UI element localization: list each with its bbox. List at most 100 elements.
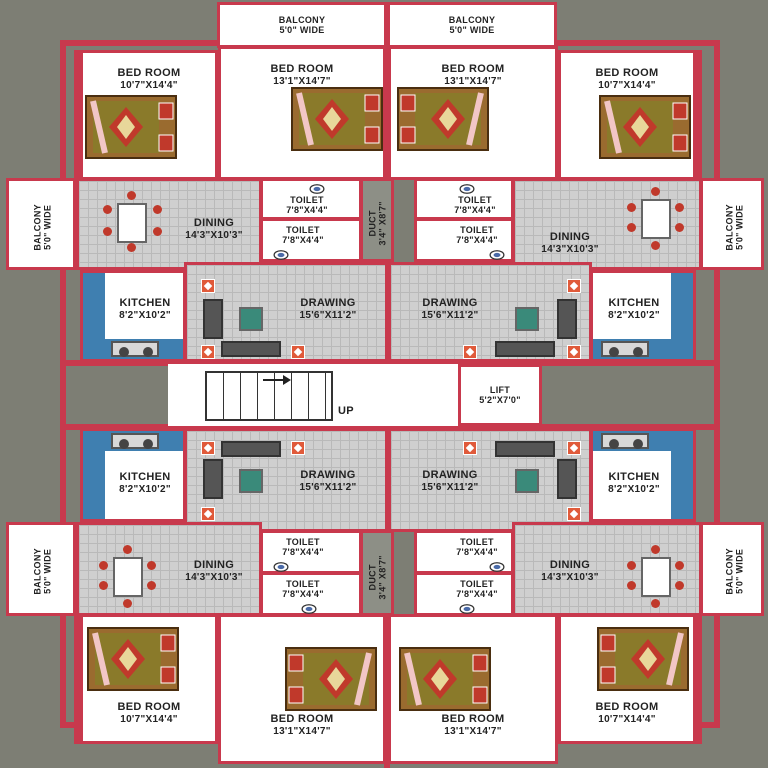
toilet-lower-right-1: TOILET 7'8"X4'4" <box>414 530 514 574</box>
balcony-top-left: BALCONY 5'0" WIDE <box>217 2 387 48</box>
dining-upper-left: DINING 14'3"X10'3" <box>76 178 262 270</box>
room-dim: 5'0" WIDE <box>735 204 745 250</box>
room-name: TOILET <box>458 195 492 205</box>
room-dim: 5'0" WIDE <box>43 204 53 250</box>
toilet-upper-left-1: TOILET 7'8"X4'4" <box>260 178 362 220</box>
wall <box>60 360 720 366</box>
stove-icon <box>111 433 159 449</box>
chair <box>127 191 136 200</box>
bedroom-top-left-inner: BED ROOM 13'1"X14'7" <box>218 46 386 180</box>
room-dim: 10'7"X14'4" <box>120 713 178 725</box>
chair <box>123 545 132 554</box>
bedroom-bottom-right-inner: BED ROOM 13'1"X14'7" <box>388 614 558 764</box>
room-dim: 5'0" WIDE <box>43 548 53 594</box>
wall <box>714 40 720 728</box>
room-name: BED ROOM <box>441 63 505 75</box>
kitchen-counter <box>671 431 693 519</box>
bedroom-bottom-right-outer: BED ROOM 10'7"X14'4" <box>558 614 696 744</box>
toilet-upper-left-2: TOILET 7'8"X4'4" <box>260 218 362 262</box>
toilet-upper-right-1: TOILET 7'8"X4'4" <box>414 178 514 220</box>
room-dim: 8'2"X10'2" <box>119 483 171 495</box>
planter-icon <box>567 345 581 359</box>
room-name: BED ROOM <box>270 713 334 725</box>
wall <box>60 40 66 728</box>
room-dim: 7'8"X4'4" <box>282 235 324 246</box>
chair <box>627 203 636 212</box>
dining-upper-right: DINING 14'3"X10'3" <box>512 178 702 270</box>
room-dim: 7'8"X4'4" <box>282 547 324 558</box>
staircase: UP <box>168 364 464 426</box>
toilet-icon <box>487 249 507 261</box>
room-name: KITCHEN <box>608 297 660 309</box>
sofa-icon <box>203 299 223 339</box>
balcony-side-lower-right: BALCONY 5'0" WIDE <box>700 522 764 616</box>
room-name: BALCONY <box>32 548 43 595</box>
room-dim: 7'8"X4'4" <box>282 589 324 600</box>
bed-icon <box>87 627 179 691</box>
room-name: KITCHEN <box>119 297 171 309</box>
room-name: BED ROOM <box>441 713 505 725</box>
room-name: BALCONY <box>724 548 735 595</box>
room-name: DUCT <box>367 564 378 591</box>
room-dim: 7'8"X4'4" <box>456 589 498 600</box>
stairs-label: UP <box>338 405 354 417</box>
wall <box>74 50 82 178</box>
balcony-side-lower-left: BALCONY 5'0" WIDE <box>6 522 76 616</box>
room-name: BALCONY <box>724 204 735 251</box>
planter-icon <box>201 507 215 521</box>
duct-upper: DUCT 3'4" X8'7" <box>360 178 394 262</box>
room-name: BALCONY <box>278 15 326 25</box>
room-name: TOILET <box>460 225 494 235</box>
drawing-upper-right: DRAWING 15'6"X11'2" <box>388 262 592 362</box>
planter-icon <box>201 345 215 359</box>
planter-icon <box>567 441 581 455</box>
bed-icon <box>291 87 383 151</box>
room-dim: 7'8"X4'4" <box>454 205 496 216</box>
sofa-icon <box>221 341 281 357</box>
lift: LIFT 5'2"X7'0" <box>458 364 542 426</box>
room-name: DRAWING <box>422 297 478 309</box>
bedroom-bottom-left-outer: BED ROOM 10'7"X14'4" <box>80 614 218 744</box>
chair <box>123 599 132 608</box>
coffee-table <box>239 469 263 493</box>
chair <box>627 223 636 232</box>
room-dim: 7'8"X4'4" <box>286 205 328 216</box>
room-dim: 5'0" WIDE <box>735 548 745 594</box>
room-dim: 15'6"X11'2" <box>299 309 357 321</box>
toilet-icon <box>307 183 327 195</box>
room-name: DUCT <box>367 210 378 237</box>
room-name: BALCONY <box>32 204 43 251</box>
wall <box>694 614 702 744</box>
planter-icon <box>567 507 581 521</box>
chair <box>675 223 684 232</box>
room-name: TOILET <box>460 579 494 589</box>
room-dim: 5'0" WIDE <box>449 25 495 36</box>
dining-table <box>113 557 143 597</box>
bedroom-top-right-inner: BED ROOM 13'1"X14'7" <box>388 46 558 180</box>
chair <box>651 599 660 608</box>
kitchen-counter <box>83 273 105 359</box>
chair <box>147 581 156 590</box>
sofa-icon <box>557 299 577 339</box>
room-name: TOILET <box>290 195 324 205</box>
chair <box>675 561 684 570</box>
chair <box>147 561 156 570</box>
room-dim: 8'2"X10'2" <box>119 309 171 321</box>
chair <box>103 205 112 214</box>
stove-icon <box>601 341 649 357</box>
bedroom-top-left-outer: BED ROOM 10'7"X14'4" <box>80 50 218 180</box>
sofa-icon <box>221 441 281 457</box>
chair <box>675 581 684 590</box>
chair <box>651 241 660 250</box>
dining-table <box>641 557 671 597</box>
bed-icon <box>597 627 689 691</box>
chair <box>153 227 162 236</box>
drawing-lower-left: DRAWING 15'6"X11'2" <box>184 428 388 532</box>
coffee-table <box>515 307 539 331</box>
room-dim: 15'6"X11'2" <box>421 309 479 321</box>
room-name: TOILET <box>286 579 320 589</box>
kitchen-lower-right: KITCHEN 8'2"X10'2" <box>590 428 696 522</box>
room-name: DINING <box>549 559 591 571</box>
stove-icon <box>601 433 649 449</box>
room-name: DINING <box>549 231 591 243</box>
